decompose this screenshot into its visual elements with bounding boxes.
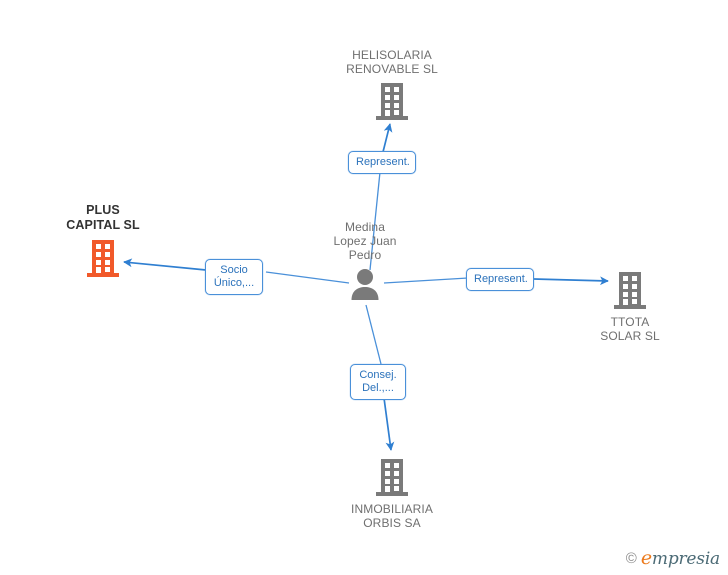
copyright-icon: © [625, 549, 637, 567]
edge-label-socio-unico-plus-capital[interactable]: Socio Único,... [205, 259, 263, 295]
node-helisolaria-renovable-sl[interactable]: HELISOLARIA RENOVABLE SL [317, 48, 467, 121]
node-label-medina-lopez-juan-pedro: Medina Lopez Juan Pedro [333, 220, 397, 263]
node-plus-capital-sl[interactable]: PLUS CAPITAL SL [28, 203, 178, 278]
edge-label-represent-ttota-solar[interactable]: Represent. [466, 268, 534, 291]
brand-logo-initial: e [640, 547, 652, 569]
empresia-watermark: © empresia [626, 547, 720, 569]
node-label-ttota-solar-sl: TTOTA SOLAR SL [600, 315, 660, 344]
node-label-plus-capital-sl: PLUS CAPITAL SL [66, 203, 140, 232]
brand-logo: empresia [641, 547, 720, 569]
node-label-helisolaria-renovable-sl: HELISOLARIA RENOVABLE SL [346, 48, 438, 77]
edge-label-consej-del-inmobiliaria[interactable]: Consej. Del.,... [350, 364, 406, 400]
node-inmobiliaria-orbis-sa[interactable]: INMOBILIARIA ORBIS SA [317, 457, 467, 530]
building-icon-highlighted [87, 239, 119, 277]
node-label-inmobiliaria-orbis-sa: INMOBILIARIA ORBIS SA [351, 502, 433, 531]
person-icon [351, 269, 379, 301]
building-icon [614, 272, 646, 309]
building-icon [376, 83, 408, 121]
edge-label-represent-helisolaria[interactable]: Represent. [348, 151, 416, 174]
node-ttota-solar-sl[interactable]: TTOTA SOLAR SL [555, 270, 705, 343]
node-medina-lopez-juan-pedro[interactable]: Medina Lopez Juan Pedro [290, 220, 440, 301]
brand-logo-text: mpresia [651, 549, 720, 569]
building-icon [376, 459, 408, 496]
